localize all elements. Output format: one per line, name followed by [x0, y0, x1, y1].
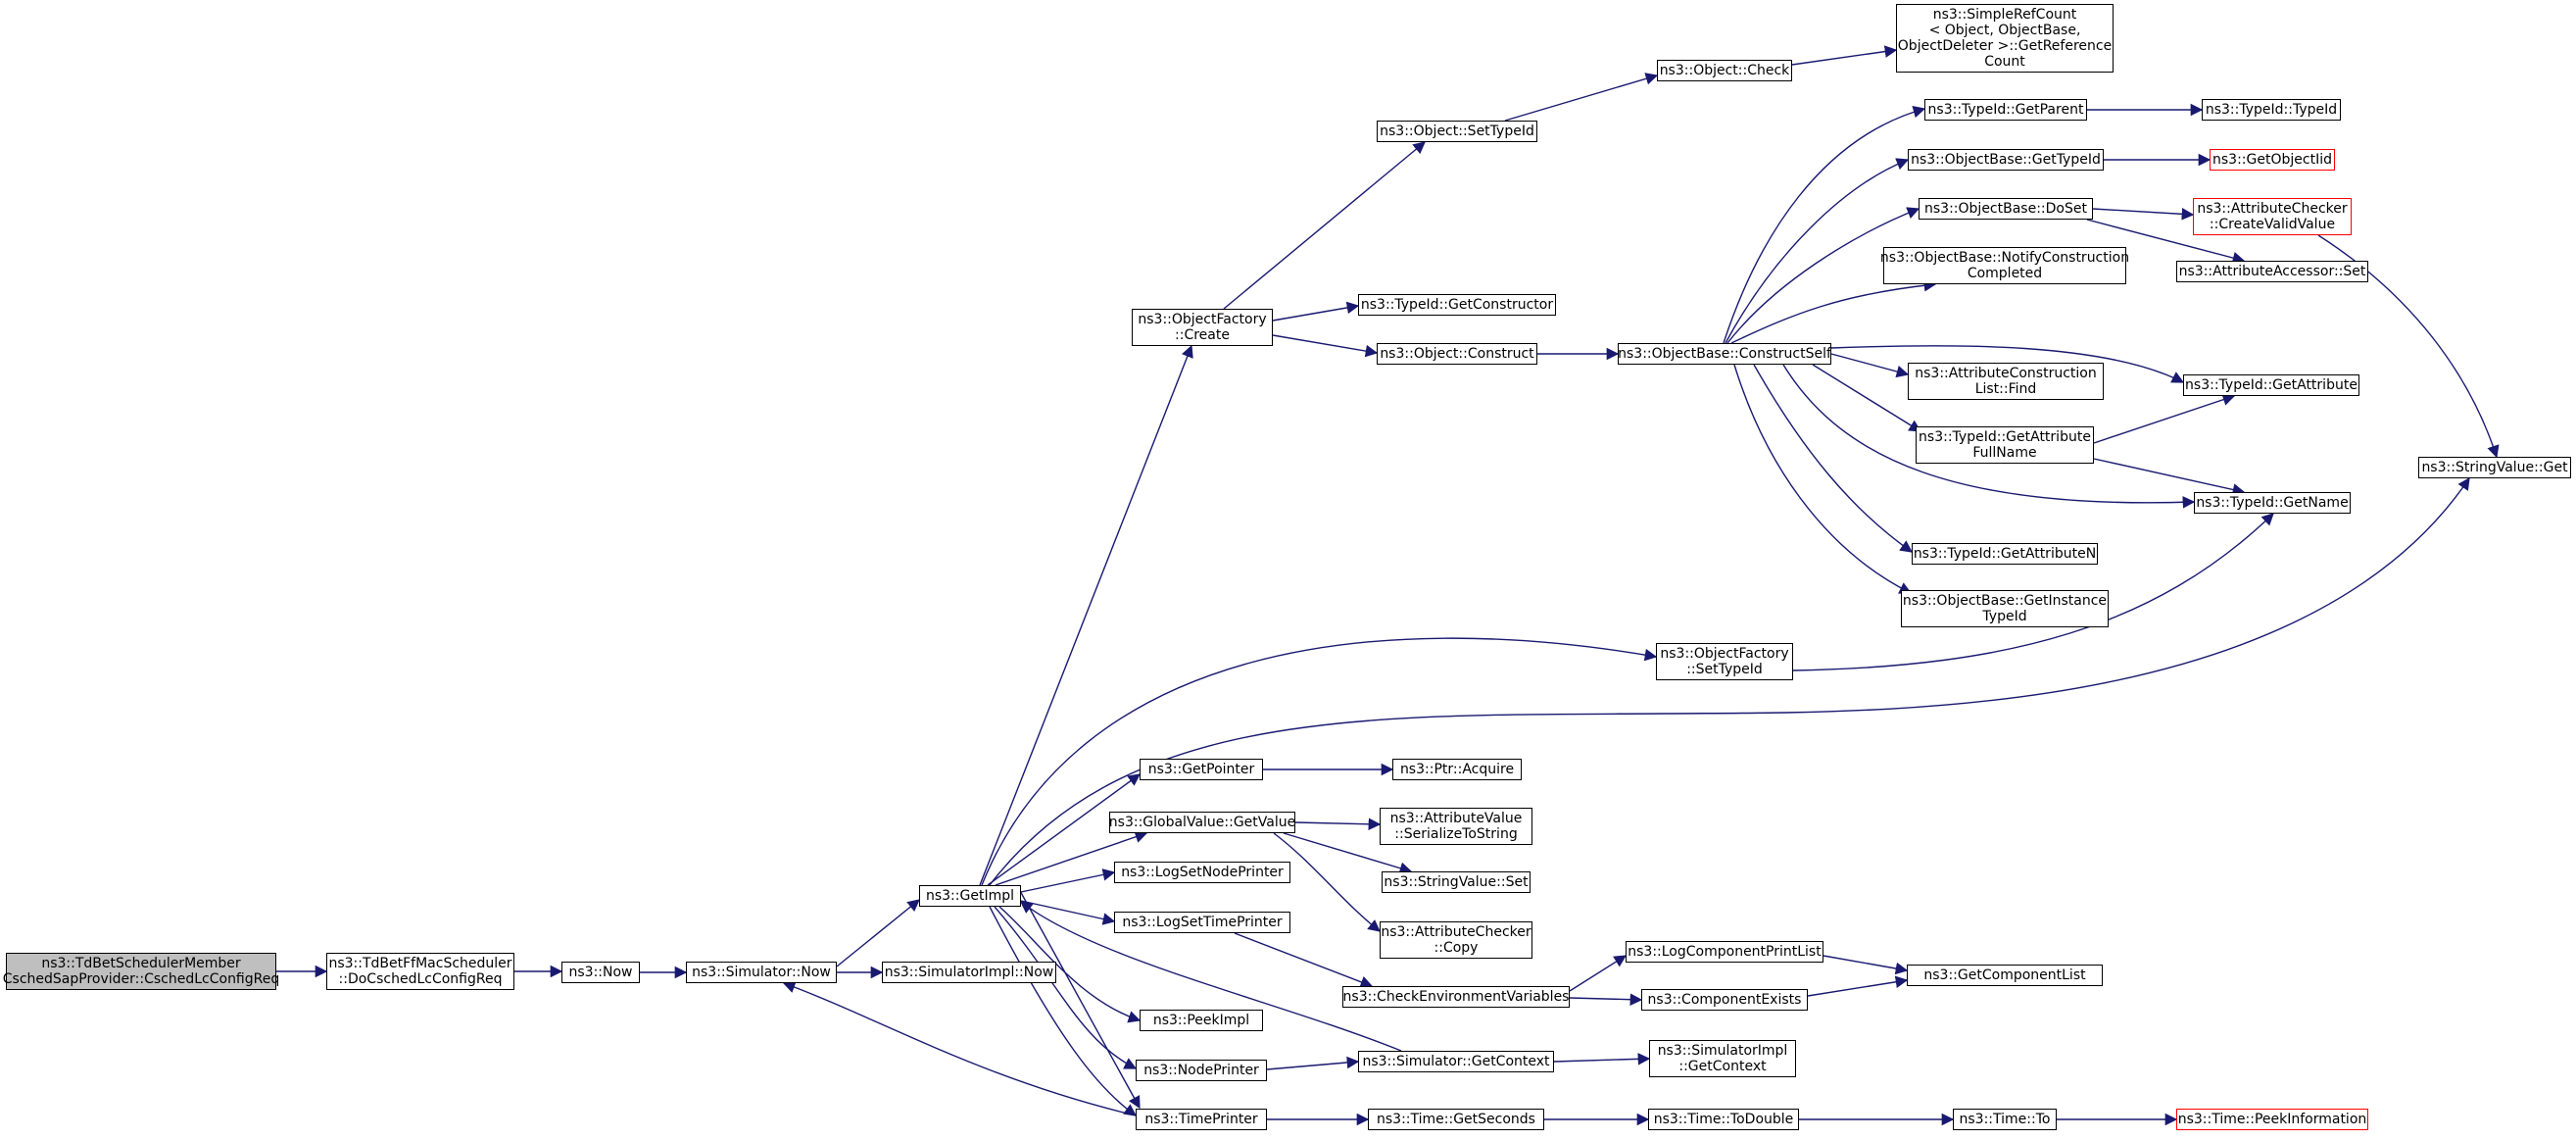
node-typeid-getparent[interactable]: ns3::TypeId::GetParent — [1924, 99, 2087, 121]
node-checkenvironmentvariables[interactable]: ns3::CheckEnvironmentVariables — [1342, 986, 1570, 1008]
node-typeid-getattributefullname[interactable]: ns3::TypeId::GetAttribute FullName — [1916, 426, 2094, 464]
node-now[interactable]: ns3::Now — [561, 962, 640, 983]
node-simulator-now[interactable]: ns3::Simulator::Now — [686, 962, 837, 983]
call-edge — [836, 899, 920, 967]
call-edge — [1020, 868, 1116, 893]
call-edge — [1830, 353, 1910, 378]
node-object-settypeid[interactable]: ns3::Object::SetTypeId — [1377, 121, 1537, 142]
call-edge — [1020, 901, 1402, 1052]
node-time-todouble[interactable]: ns3::Time::ToDouble — [1648, 1109, 1799, 1130]
node-root-cschedlcconfigreq[interactable]: ns3::TdBetSchedulerMember CschedSapProvi… — [3, 953, 279, 990]
node-objectfactory-settypeid[interactable]: ns3::ObjectFactory ::SetTypeId — [1656, 643, 1793, 680]
call-edge — [2092, 208, 2195, 221]
node-objectbase-notifyconstructioncompleted[interactable]: ns3::ObjectBase::NotifyConstruction Comp… — [1880, 247, 2129, 284]
node-objectbase-gettypeid[interactable]: ns3::ObjectBase::GetTypeId — [1908, 149, 2104, 171]
node-getimpl[interactable]: ns3::GetImpl — [919, 885, 1021, 907]
node-logcomponentprintlist[interactable]: ns3::LogComponentPrintList — [1626, 941, 1823, 963]
node-object-check[interactable]: ns3::Object::Check — [1657, 60, 1792, 81]
node-peekimpl[interactable]: ns3::PeekImpl — [1140, 1010, 1263, 1031]
call-edge — [1782, 364, 2196, 509]
call-edge — [1569, 993, 1643, 1006]
call-edge — [2086, 219, 2246, 265]
call-edge — [995, 830, 1148, 886]
node-logsetnodeprinter[interactable]: ns3::LogSetNodePrinter — [1114, 862, 1290, 883]
node-attributevalue-serializetostring[interactable]: ns3::AttributeValue ::SerializeToString — [1380, 808, 1532, 845]
node-getobjectiid[interactable]: ns3::GetObjectIid — [2210, 149, 2335, 171]
node-typeid-getconstructor[interactable]: ns3::TypeId::GetConstructor — [1358, 294, 1556, 316]
call-edge — [1018, 888, 1141, 1110]
call-edge — [1553, 1053, 1651, 1066]
call-edge — [1569, 955, 1628, 992]
node-object-construct[interactable]: ns3::Object::Construct — [1377, 343, 1537, 365]
call-edge — [998, 906, 1142, 1023]
call-edge — [1266, 1056, 1360, 1070]
node-simulatorimpl-getcontext[interactable]: ns3::SimulatorImpl ::GetContext — [1649, 1040, 1796, 1077]
node-timeprinter[interactable]: ns3::TimePrinter — [1136, 1109, 1267, 1130]
call-edge — [1020, 900, 1116, 925]
call-edge — [1234, 932, 1374, 988]
node-getpointer[interactable]: ns3::GetPointer — [1140, 759, 1263, 780]
node-time-peekinformation[interactable]: ns3::Time::PeekInformation — [2176, 1109, 2368, 1130]
call-edge — [1823, 955, 1909, 975]
call-edge — [981, 637, 1658, 886]
call-edge — [1725, 158, 1910, 344]
node-simulator-getcontext[interactable]: ns3::Simulator::GetContext — [1358, 1051, 1554, 1072]
call-edge — [2093, 458, 2246, 496]
node-time-to[interactable]: ns3::Time::To — [1953, 1109, 2057, 1130]
node-componentexists[interactable]: ns3::ComponentExists — [1641, 989, 1808, 1011]
call-edge — [1830, 345, 2185, 383]
call-edge — [1807, 975, 1909, 997]
node-do-csched-lc-config-req[interactable]: ns3::TdBetFfMacScheduler ::DoCschedLcCon… — [326, 953, 514, 990]
node-simplerefcount-getreferencecount[interactable]: ns3::SimpleRefCount < Object, ObjectBase… — [1896, 4, 2114, 73]
node-typeid-getattributen[interactable]: ns3::TypeId::GetAttributeN — [1912, 543, 2098, 565]
node-attributechecker-createvalidvalue[interactable]: ns3::AttributeChecker ::CreateValidValue — [2193, 198, 2352, 235]
node-attributeaccessor-set[interactable]: ns3::AttributeAccessor::Set — [2176, 261, 2368, 282]
call-edge — [1273, 832, 1381, 932]
call-edge — [1294, 818, 1382, 831]
call-edge — [1733, 364, 1913, 594]
node-objectbase-constructself[interactable]: ns3::ObjectBase::ConstructSelf — [1618, 343, 1831, 365]
call-edge — [1223, 141, 1426, 310]
node-logsettimeprinter[interactable]: ns3::LogSetTimePrinter — [1114, 912, 1290, 933]
call-edge — [1723, 105, 1926, 344]
node-typeid-getname[interactable]: ns3::TypeId::GetName — [2194, 492, 2351, 514]
call-edge — [987, 773, 1142, 886]
node-typeid-getattribute[interactable]: ns3::TypeId::GetAttribute — [2183, 374, 2359, 396]
node-attributechecker-copy[interactable]: ns3::AttributeChecker ::Copy — [1380, 921, 1532, 959]
call-edge — [1792, 513, 2274, 671]
node-attributeconstructionlist-find[interactable]: ns3::AttributeConstruction List::Find — [1908, 363, 2104, 400]
call-edge — [1726, 207, 1920, 344]
call-edge — [782, 981, 1137, 1116]
call-edge — [1272, 334, 1379, 358]
call-edge — [1753, 364, 1914, 553]
node-objectfactory-create[interactable]: ns3::ObjectFactory ::Create — [1132, 309, 1273, 346]
call-edge — [2317, 234, 2500, 459]
call-edge — [979, 344, 1193, 886]
node-stringvalue-set[interactable]: ns3::StringValue::Set — [1382, 871, 1531, 893]
call-edge — [1730, 278, 1937, 344]
node-objectbase-getinstancetypeid[interactable]: ns3::ObjectBase::GetInstance TypeId — [1901, 590, 2109, 627]
node-nodeprinter[interactable]: ns3::NodePrinter — [1136, 1060, 1267, 1081]
call-edge — [1283, 832, 1413, 874]
call-edge — [2093, 393, 2236, 444]
call-edge — [989, 906, 1138, 1116]
call-edge — [1812, 364, 1922, 432]
call-edge — [994, 906, 1138, 1069]
node-objectbase-doset[interactable]: ns3::ObjectBase::DoSet — [1919, 198, 2093, 220]
node-time-getseconds[interactable]: ns3::Time::GetSeconds — [1368, 1109, 1544, 1130]
node-getcomponentlist[interactable]: ns3::GetComponentList — [1907, 965, 2103, 986]
node-ptr-acquire[interactable]: ns3::Ptr::Acquire — [1392, 759, 1522, 780]
node-typeid-typeid[interactable]: ns3::TypeId::TypeId — [2202, 99, 2341, 121]
node-simulatorimpl-now[interactable]: ns3::SimulatorImpl::Now — [882, 962, 1056, 983]
call-edge — [1791, 45, 1898, 66]
call-edge — [1504, 73, 1659, 122]
node-globalvalue-getvalue[interactable]: ns3::GlobalValue::GetValue — [1109, 812, 1295, 833]
call-edge — [1272, 301, 1360, 322]
node-stringvalue-get[interactable]: ns3::StringValue::Get — [2418, 457, 2571, 478]
